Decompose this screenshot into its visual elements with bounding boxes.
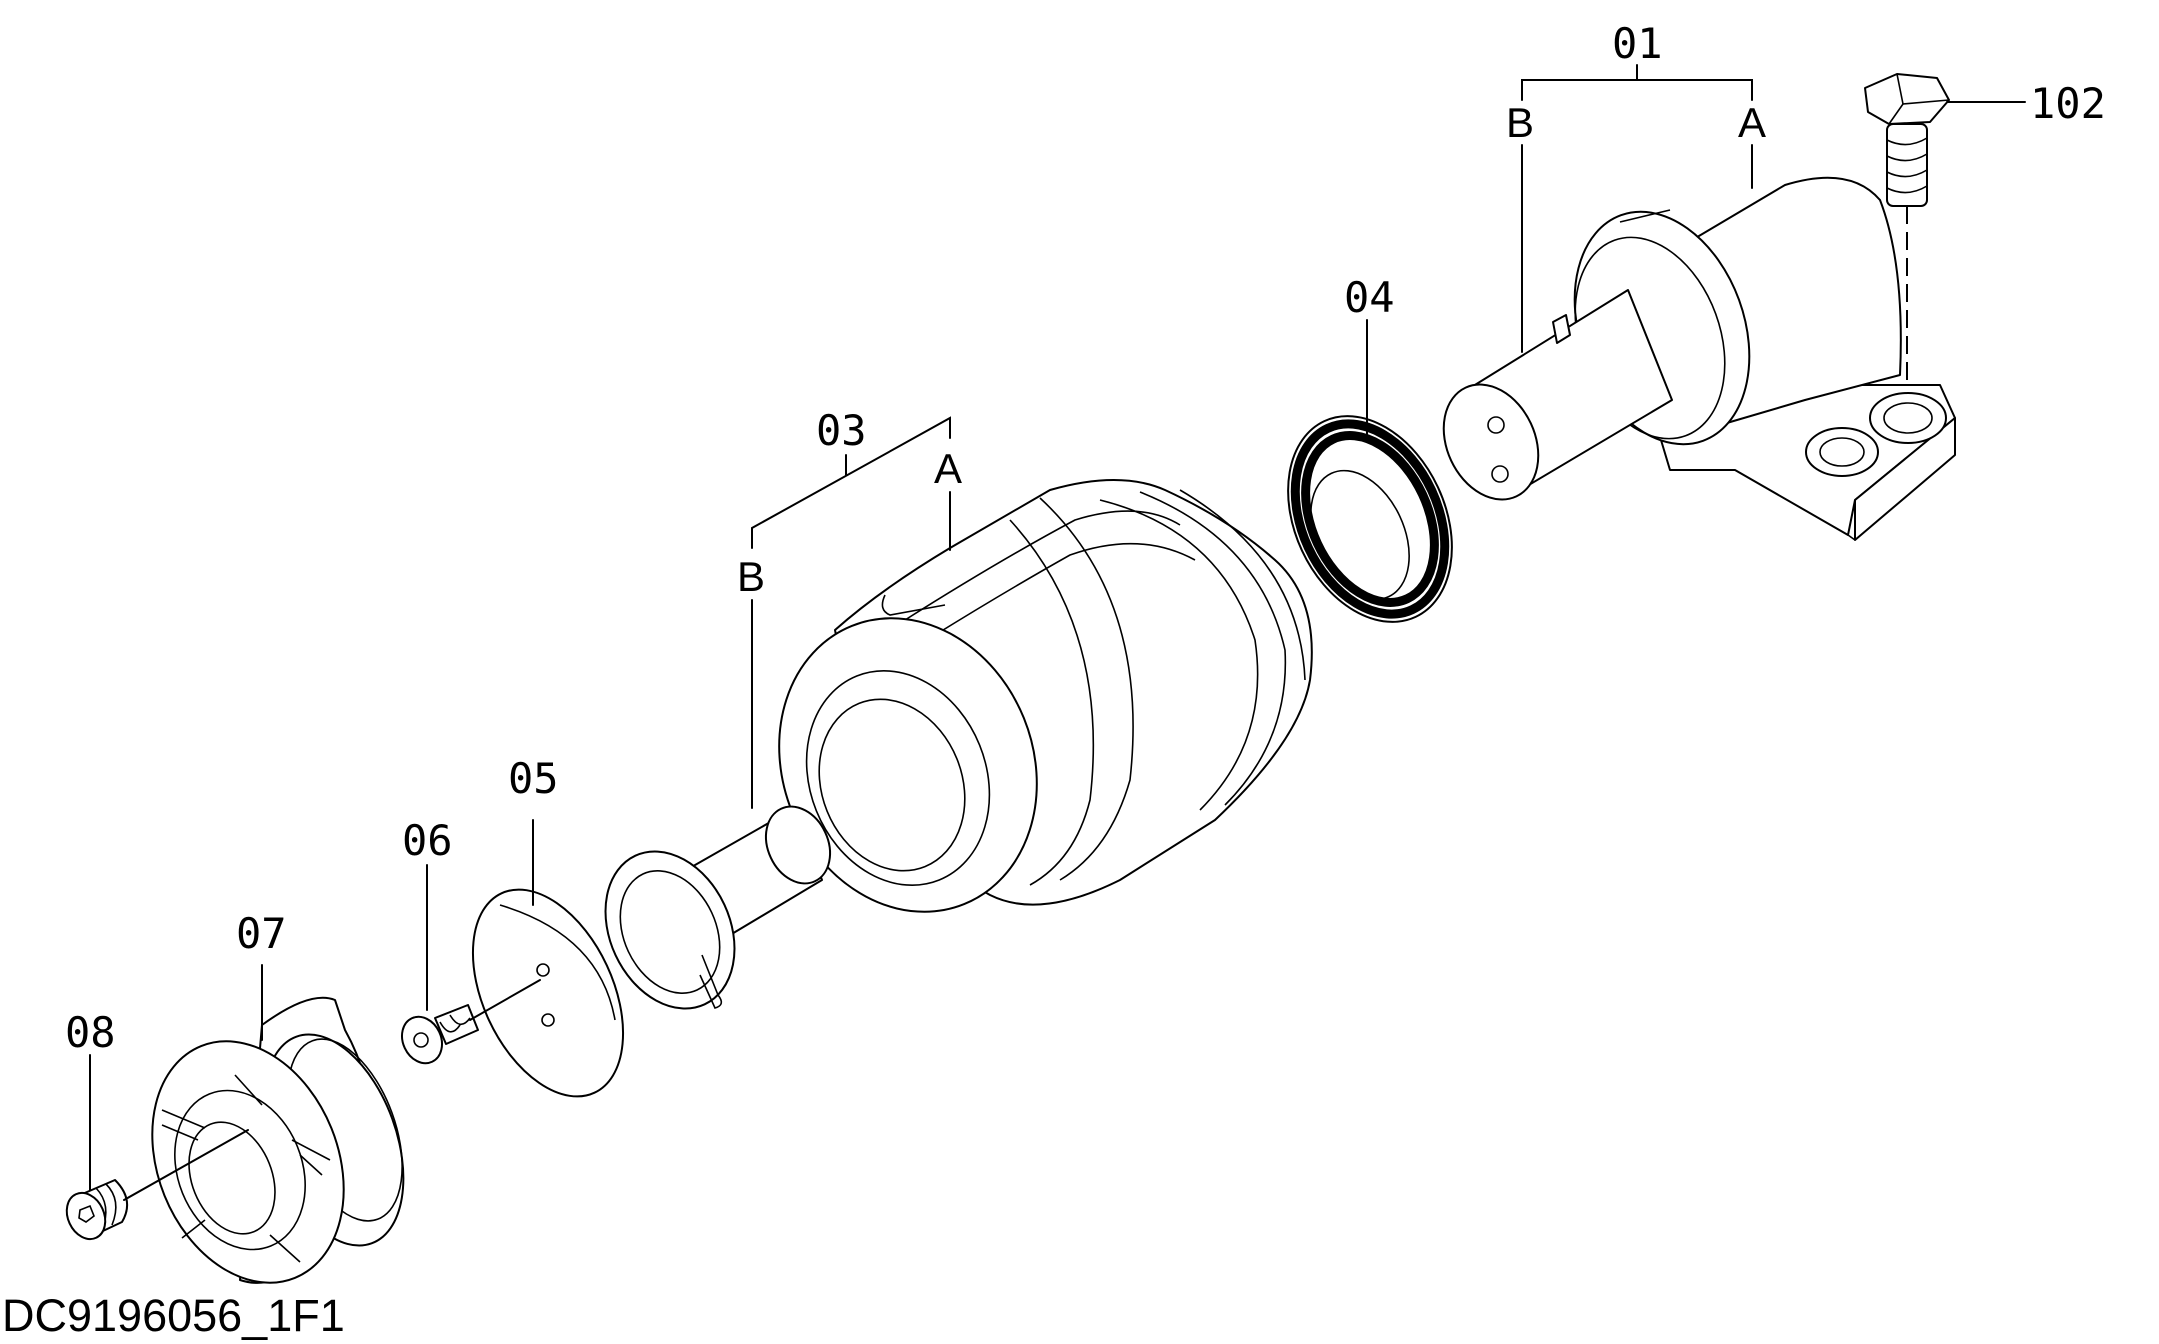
letter-01-a: A <box>1738 99 1766 146</box>
callout-01: 01 <box>1612 19 1663 68</box>
part-08-plug[interactable] <box>60 1129 249 1245</box>
part-04-seal[interactable] <box>1256 389 1483 648</box>
part-03-roller[interactable] <box>736 479 1313 951</box>
part-01-shaft-bracket[interactable] <box>1426 176 1956 541</box>
callout-06: 06 <box>402 816 453 865</box>
callout-07: 07 <box>236 909 287 958</box>
letter-01-b: B <box>1506 99 1534 146</box>
part-06-bolt[interactable] <box>395 979 541 1070</box>
part-102-bolt[interactable] <box>1864 73 1950 400</box>
callout-102: 102 <box>2030 79 2106 128</box>
bracket-03 <box>751 416 951 549</box>
part-07-end-cap[interactable] <box>118 996 430 1312</box>
callout-08: 08 <box>65 1008 116 1057</box>
letter-03-b: B <box>737 553 765 600</box>
bracket-01 <box>1521 64 1753 101</box>
callout-04: 04 <box>1344 273 1395 322</box>
drawing-number: DC9196056_1F1 <box>2 1290 345 1341</box>
part-03-bushing[interactable] <box>581 796 842 1030</box>
callout-03: 03 <box>816 406 867 455</box>
callout-05: 05 <box>508 754 559 803</box>
letter-03-a: A <box>934 445 962 492</box>
part-05-thrust-plate[interactable] <box>443 866 654 1120</box>
